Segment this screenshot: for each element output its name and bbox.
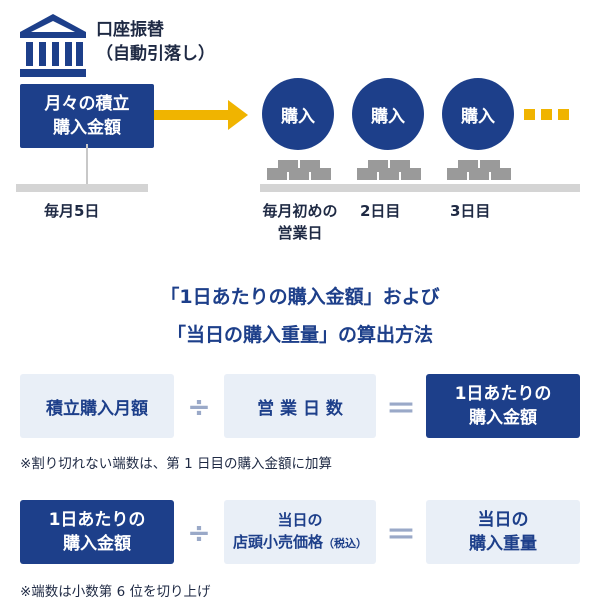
- date-third-day: 3日目: [450, 202, 491, 220]
- flow-arrow-head-icon: [228, 100, 248, 130]
- purchase-label: 購入: [281, 106, 315, 127]
- divide-operator: ÷: [187, 389, 211, 423]
- equals-operator: ＝: [386, 392, 416, 427]
- monthly-amount-line2: 購入金額: [53, 118, 121, 138]
- continuation-dots-icon: [524, 109, 569, 120]
- formula-title-line2: 「当日の購入重量」の算出方法: [166, 324, 433, 346]
- purchase-circle-3: 購入: [442, 78, 514, 150]
- monthly-amount-line1: 月々の積立: [44, 94, 130, 114]
- date-first-business-day: 毎月初めの 営業日: [244, 200, 356, 244]
- daily-weight-result-line2: 購入重量: [469, 534, 537, 554]
- purchase-label: 購入: [371, 106, 405, 127]
- business-days-operand: 営 業 日 数: [224, 374, 376, 438]
- retail-price-label: 店頭小売価格: [232, 533, 323, 551]
- gold-bars-icon: [264, 160, 334, 182]
- timeline-segment-start: [16, 184, 148, 192]
- timeline-segment-main: [260, 184, 580, 192]
- daily-weight-result-line1: 当日の: [477, 510, 529, 530]
- tax-included-label: （税込）: [323, 537, 367, 550]
- daily-weight-result: 当日の 購入重量: [426, 500, 580, 564]
- date-first-line1: 毎月初めの: [262, 202, 338, 220]
- purchase-label: 購入: [461, 106, 495, 127]
- date-second-day: 2日目: [360, 202, 401, 220]
- payment-method-label: 口座振替 （自動引落し）: [96, 18, 215, 66]
- monthly-amount-box: 月々の積立 購入金額: [20, 84, 154, 148]
- daily-amount-result: 1日あたりの 購入金額: [426, 374, 580, 438]
- retail-price-line1: 当日の: [277, 511, 323, 529]
- purchase-circle-1: 購入: [262, 78, 334, 150]
- daily-amount-operand-line1: 1日あたりの: [48, 510, 146, 530]
- bank-icon: [20, 14, 86, 77]
- daily-amount-operand: 1日あたりの 購入金額: [20, 500, 174, 564]
- formula2-note: ※端数は小数第 6 位を切り上げ: [20, 584, 211, 600]
- daily-amount-operand-line2: 購入金額: [63, 534, 131, 554]
- retail-price-line2: 店頭小売価格（税込）: [233, 531, 367, 555]
- payment-method-subtitle: （自動引落し）: [96, 44, 215, 64]
- daily-amount-result-line1: 1日あたりの: [454, 384, 552, 404]
- monthly-amount-operand: 積立購入月額: [20, 374, 174, 438]
- divide-operator: ÷: [187, 515, 211, 549]
- equals-operator: ＝: [386, 518, 416, 553]
- gold-bars-icon: [354, 160, 424, 182]
- formula1-note: ※割り切れない端数は、第 1 日目の購入金額に加算: [20, 456, 332, 472]
- daily-amount-result-line2: 購入金額: [469, 408, 537, 428]
- flow-arrow-shaft: [154, 110, 230, 120]
- payment-method-title: 口座振替: [96, 20, 164, 40]
- retail-price-operand: 当日の 店頭小売価格（税込）: [224, 500, 376, 564]
- purchase-circle-2: 購入: [352, 78, 424, 150]
- date-start: 毎月5日: [44, 202, 100, 220]
- formula-title-line1: 「1日あたりの購入金額」および: [160, 286, 440, 308]
- date-first-line2: 営業日: [277, 224, 323, 242]
- gold-bars-icon: [444, 160, 514, 182]
- timeline-tick: [86, 144, 88, 184]
